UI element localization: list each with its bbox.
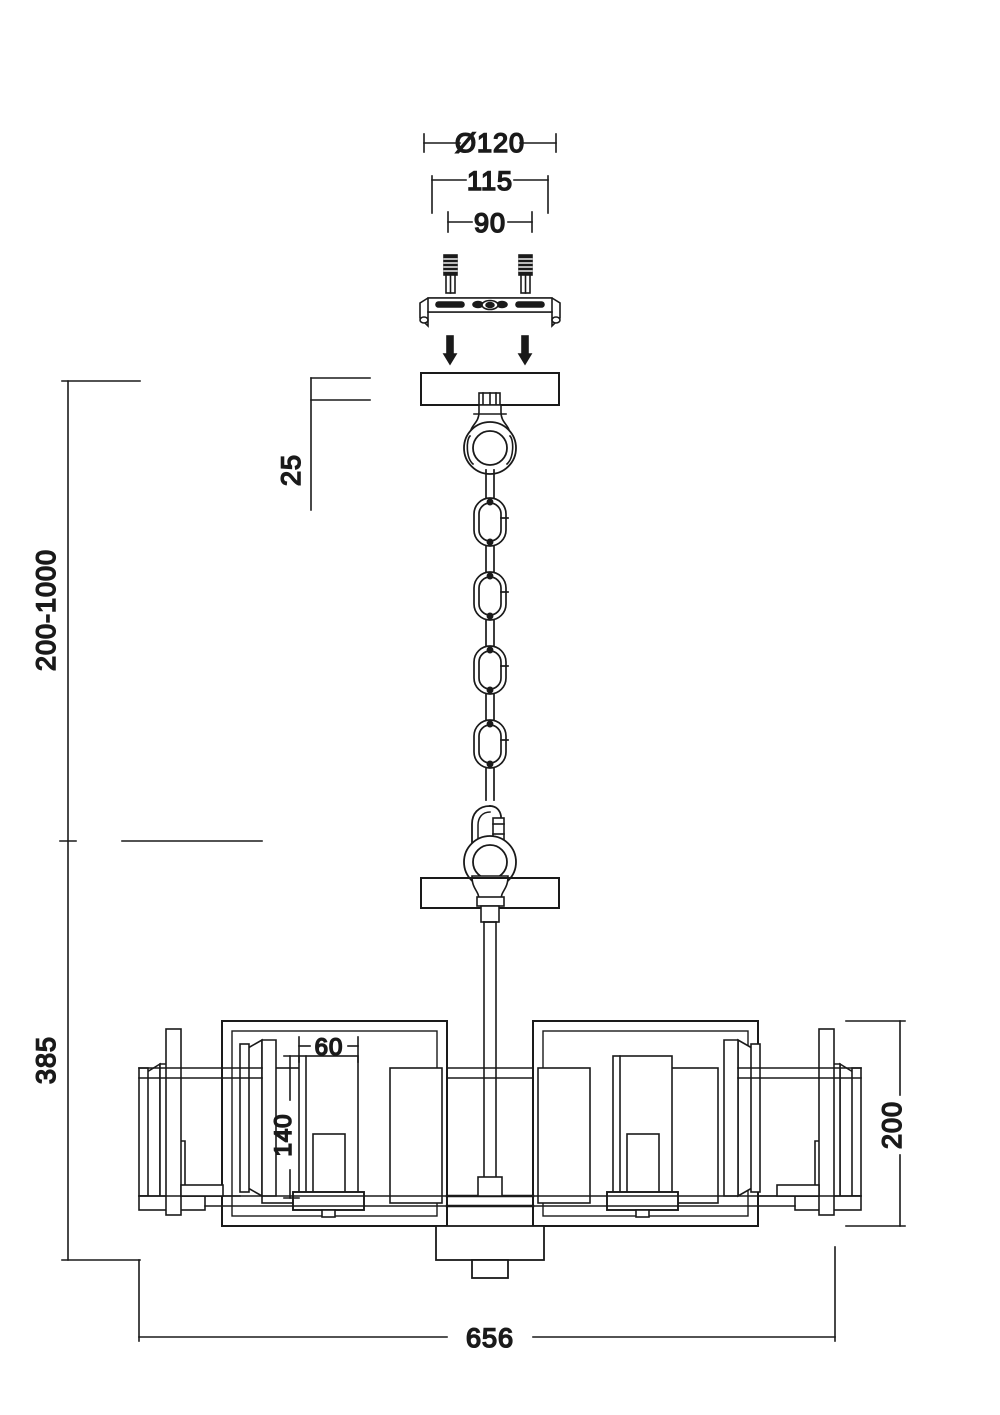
dimension-label-overall-width: 656 — [466, 1323, 514, 1353]
upper-suspension-loop — [463, 392, 517, 475]
mounting-screw-right — [517, 335, 533, 366]
suspension-chain — [473, 469, 509, 801]
dimension-label-adjustable-drop: 200-1000 — [31, 549, 61, 671]
dimension-label-bracket-span-outer: 115 — [467, 166, 513, 196]
dimension-canopy-height — [310, 377, 371, 511]
chandelier-body — [138, 1020, 862, 1279]
dimension-left-stack — [59, 380, 263, 1261]
mid-panel-left — [239, 1038, 277, 1198]
dimension-label-shade-width: 60 — [315, 1034, 344, 1061]
dimension-bracket-span-inner — [447, 211, 533, 233]
dimension-bracket-span-outer — [431, 175, 549, 214]
mid-panel-right — [723, 1038, 761, 1198]
mounting-screw-left — [442, 335, 458, 366]
center-stem — [480, 905, 500, 1186]
wall-anchor-left — [443, 254, 458, 294]
wall-anchor-right — [518, 254, 533, 294]
dimension-label-canopy-diameter: Ø120 — [455, 128, 525, 158]
dimension-label-frame-height: 200 — [877, 1101, 907, 1149]
dimension-label-bracket-span-inner: 90 — [474, 208, 506, 238]
dimension-label-body-height: 385 — [31, 1036, 61, 1084]
glass-shade-1 — [292, 1055, 365, 1218]
dimension-canopy-diameter — [423, 133, 557, 153]
dimension-label-shade-height: 140 — [270, 1113, 297, 1156]
crossbar-plate — [420, 877, 560, 909]
dimension-frame-height — [845, 1020, 906, 1227]
dimension-shade-width — [298, 1036, 359, 1063]
glass-shade-2 — [606, 1055, 679, 1218]
mounting-bracket — [419, 297, 561, 328]
dimension-label-canopy-height: 25 — [276, 454, 306, 486]
lower-suspension-loop — [463, 835, 517, 907]
dimension-shade-height — [283, 1055, 300, 1199]
dimension-overall-width — [138, 1246, 836, 1342]
